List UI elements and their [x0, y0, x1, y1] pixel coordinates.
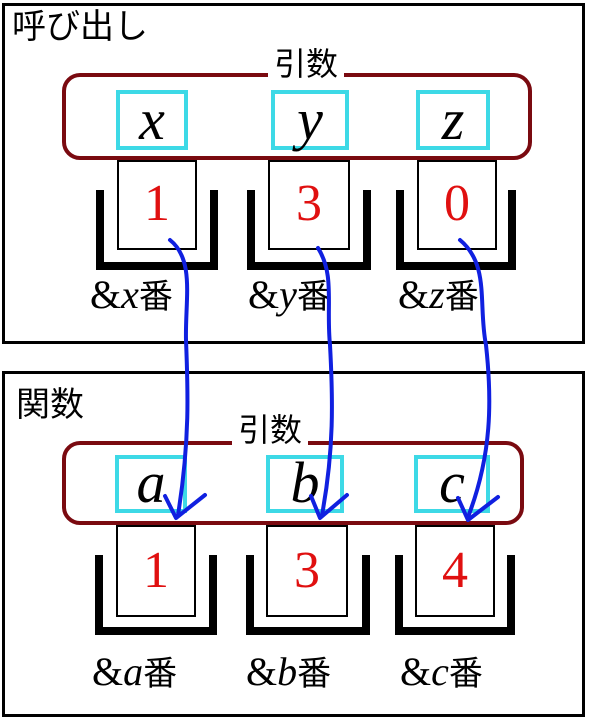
value-y: 3 [296, 175, 322, 232]
memory-tray-x [96, 190, 218, 270]
address-y: &y番 [248, 275, 331, 315]
address-z: &z番 [398, 275, 479, 315]
address-a: &a番 [92, 652, 177, 692]
call-panel-title: 呼び出し [12, 7, 148, 47]
memory-tray-z [396, 190, 516, 270]
value-a: 1 [143, 542, 169, 599]
value-c: 4 [442, 542, 468, 599]
address-x-var: x [121, 272, 139, 317]
function-panel-title: 関数 [16, 385, 84, 425]
memory-tray-c [395, 555, 515, 635]
memory-tray-y [247, 190, 371, 270]
arrow-y-to-b-head [309, 493, 349, 520]
address-y-suffix: 番 [296, 277, 331, 317]
address-c-amp: & [400, 649, 432, 694]
var-name-z: z [441, 87, 465, 152]
arrow-z-to-c-head [456, 495, 500, 522]
var-name-box-z [416, 90, 490, 150]
memory-cell-c [415, 525, 495, 617]
value-x: 1 [144, 175, 170, 232]
arrow-x-to-a-head [163, 493, 207, 520]
var-name-x: x [139, 87, 165, 152]
var-name-y: y [297, 87, 323, 152]
memory-cell-z [417, 160, 497, 250]
memory-tray-a [95, 555, 217, 635]
arrow-x-to-a [168, 238, 190, 517]
address-y-var: y [279, 272, 297, 317]
memory-cell-a [116, 525, 196, 617]
address-b: &b番 [246, 652, 331, 692]
arrow-y-to-b [316, 246, 334, 517]
var-name-box-y [271, 90, 349, 150]
address-c-suffix: 番 [448, 654, 483, 694]
address-a-var: a [123, 649, 144, 694]
address-b-suffix: 番 [297, 654, 332, 694]
value-b: 3 [294, 542, 320, 599]
address-b-var: b [277, 649, 298, 694]
function-args-label: 引数 [232, 414, 309, 446]
address-x-suffix: 番 [138, 277, 173, 317]
value-z: 0 [444, 175, 470, 232]
var-name-a: a [136, 450, 166, 515]
address-y-amp: & [248, 272, 280, 317]
address-z-amp: & [398, 272, 430, 317]
memory-tray-b [246, 555, 370, 635]
var-name-box-a [115, 455, 187, 513]
address-z-suffix: 番 [444, 277, 479, 317]
address-a-suffix: 番 [143, 654, 178, 694]
call-args-label: 引数 [268, 48, 345, 80]
address-c: &c番 [400, 652, 483, 692]
address-b-amp: & [246, 649, 278, 694]
address-z-var: z [429, 272, 445, 317]
var-name-box-x [116, 90, 188, 150]
memory-cell-y [268, 160, 350, 250]
address-x: &x番 [90, 275, 173, 315]
address-x-amp: & [90, 272, 122, 317]
memory-cell-x [117, 160, 197, 250]
address-a-amp: & [92, 649, 124, 694]
address-c-var: c [431, 649, 449, 694]
memory-cell-b [266, 525, 348, 617]
arrow-z-to-c [458, 238, 492, 519]
